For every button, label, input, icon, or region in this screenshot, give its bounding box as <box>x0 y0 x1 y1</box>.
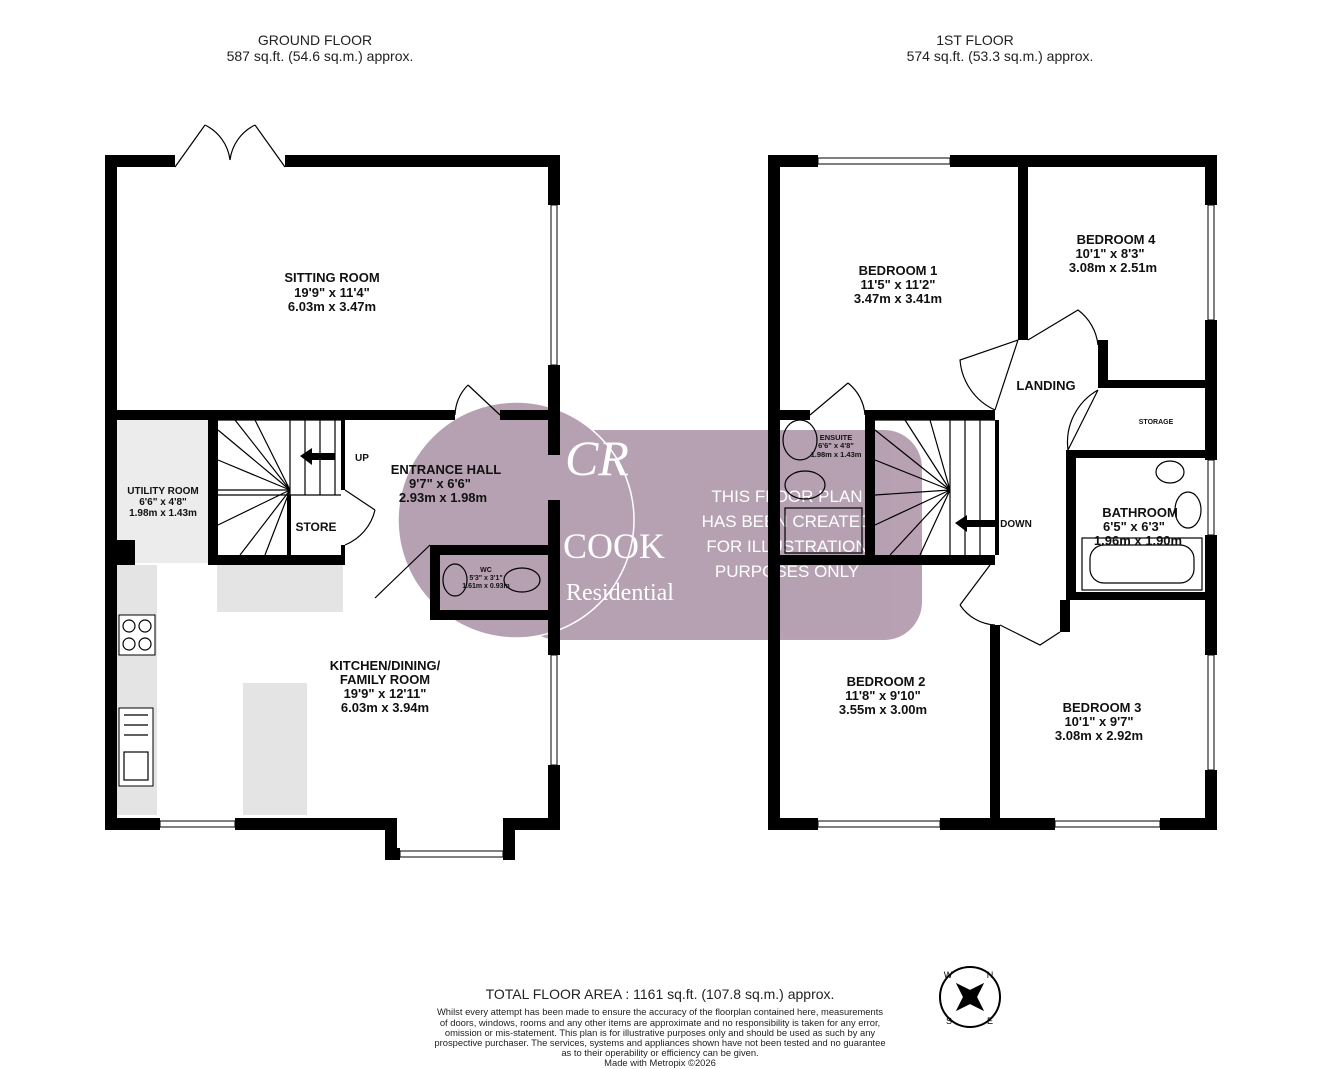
compass-n: N <box>987 970 994 980</box>
made-with-credit: Made with Metropix ©2026 <box>604 1057 716 1068</box>
room-name: BEDROOM 3 <box>1063 700 1142 715</box>
room-name: STORAGE <box>1139 419 1174 426</box>
room-name: BEDROOM 2 <box>847 674 926 689</box>
ground-floor: UP SITTING ROOM 19'9" x 11'4" 6.03m x 3.… <box>105 124 560 860</box>
room-size-imperial: 9'7" x 6'6" <box>409 476 471 491</box>
utility-area <box>117 420 208 563</box>
watermark-notice: PURPOSES ONLY <box>715 562 859 581</box>
compass-w: W <box>944 970 953 980</box>
room-name: BATHROOM <box>1102 505 1178 520</box>
watermark-notice: HAS BEEN CREATED <box>702 512 873 531</box>
room-size-metric: 3.47m x 3.41m <box>854 291 942 306</box>
room-size-metric: 1.98m x 1.43m <box>811 450 862 459</box>
room-size-imperial: 10'1" x 8'3" <box>1075 246 1144 261</box>
disclaimer-line: prospective purchaser. The services, sys… <box>434 1037 885 1048</box>
room-name: UTILITY ROOM <box>127 486 198 497</box>
watermark-logo-word2: Residential <box>566 580 674 606</box>
room-name: ENTRANCE HALL <box>391 462 502 477</box>
room-size-metric: 6.03m x 3.94m <box>341 700 429 715</box>
room-size-metric: 6.03m x 3.47m <box>288 299 376 314</box>
room-name: FAMILY ROOM <box>340 672 430 687</box>
room-size-imperial: 19'9" x 11'4" <box>294 285 370 300</box>
watermark-logo-word1: COOK <box>563 526 665 566</box>
room-name: KITCHEN/DINING/ <box>330 658 441 673</box>
room-size-imperial: 6'6" x 4'8" <box>818 441 854 450</box>
room-name: WC <box>480 567 492 574</box>
bath-icon <box>1081 537 1203 591</box>
watermark-notice: THIS FLOOR PLAN <box>711 487 862 506</box>
staircase-up: UP <box>217 419 369 556</box>
disclaimer-line: as to their operability or efficiency ca… <box>561 1047 758 1058</box>
room-size-imperial: 11'5" x 11'2" <box>861 277 936 292</box>
room-size-imperial: 10'1" x 9'7" <box>1064 714 1133 729</box>
watermark-logo-letters: CR <box>565 430 629 486</box>
room-size-imperial: 5'3" x 3'1" <box>469 575 502 582</box>
sink-icon <box>118 707 154 787</box>
room-size-metric: 3.08m x 2.92m <box>1055 728 1143 743</box>
total-floor-area: TOTAL FLOOR AREA : 1161 sq.ft. (107.8 sq… <box>486 986 835 1002</box>
compass-s: S <box>946 1016 952 1026</box>
toilet-icon <box>1155 460 1185 484</box>
room-size-metric: 2.93m x 1.98m <box>399 490 487 505</box>
shower-icon <box>784 507 863 554</box>
disclaimer-line: of doors, windows, rooms and any other i… <box>440 1017 880 1028</box>
room-name: ENSUITE <box>820 433 853 442</box>
ground-floor-area: 587 sq.ft. (54.6 sq.m.) approx. <box>227 48 414 64</box>
watermark-notice: FOR ILLUSTRATION <box>706 537 867 556</box>
compass-rose-icon: N E S W <box>939 966 1001 1028</box>
room-name: BEDROOM 4 <box>1077 232 1157 247</box>
stairs-up-label: UP <box>355 453 369 464</box>
room-size-imperial: 6'6" x 4'8" <box>139 497 187 508</box>
stairs-down-label: DOWN <box>1000 519 1032 530</box>
room-size-metric: 1.96m x 1.90m <box>1094 533 1182 548</box>
staircase-down: DOWN <box>874 419 1032 556</box>
room-size-metric: 3.08m x 2.51m <box>1069 260 1157 275</box>
arrow-icon <box>300 448 335 465</box>
kitchen-counter-top <box>217 565 343 612</box>
basin-icon <box>782 419 818 461</box>
ground-floor-title: GROUND FLOOR <box>258 32 372 48</box>
basin-icon <box>1174 491 1202 529</box>
first-floor: DOWN BEDROOM 1 11'5" x 11'2" 3.47m x 3.4… <box>768 155 1217 830</box>
disclaimer-line: Whilst every attempt has been made to en… <box>437 1006 883 1017</box>
hob-icon <box>118 614 156 656</box>
watermark: CR COOK Residential THIS FLOOR PLAN HAS … <box>397 401 922 640</box>
basin-icon <box>442 563 468 597</box>
room-size-imperial: 6'5" x 6'3" <box>1103 519 1165 534</box>
room-name: LANDING <box>1016 378 1075 393</box>
room-size-imperial: 11'8" x 9'10" <box>845 688 921 703</box>
room-size-metric: 1.61m x 0.93m <box>462 583 509 590</box>
toilet-icon <box>784 470 826 500</box>
room-size-metric: 1.98m x 1.43m <box>129 508 197 519</box>
room-size-imperial: 19'9" x 12'11" <box>344 686 427 701</box>
compass-e: E <box>987 1016 993 1026</box>
arrow-icon <box>955 515 995 532</box>
kitchen-island <box>243 683 307 815</box>
room-name: BEDROOM 1 <box>859 263 938 278</box>
room-size-metric: 3.55m x 3.00m <box>839 702 927 717</box>
first-floor-area: 574 sq.ft. (53.3 sq.m.) approx. <box>907 48 1094 64</box>
disclaimer-line: omission or mis-statement. This plan is … <box>445 1027 876 1038</box>
room-name: SITTING ROOM <box>284 270 379 285</box>
room-name: STORE <box>295 520 336 534</box>
watermark-logo-circle <box>397 401 635 639</box>
toilet-icon <box>503 567 541 593</box>
first-floor-title: 1ST FLOOR <box>936 32 1014 48</box>
